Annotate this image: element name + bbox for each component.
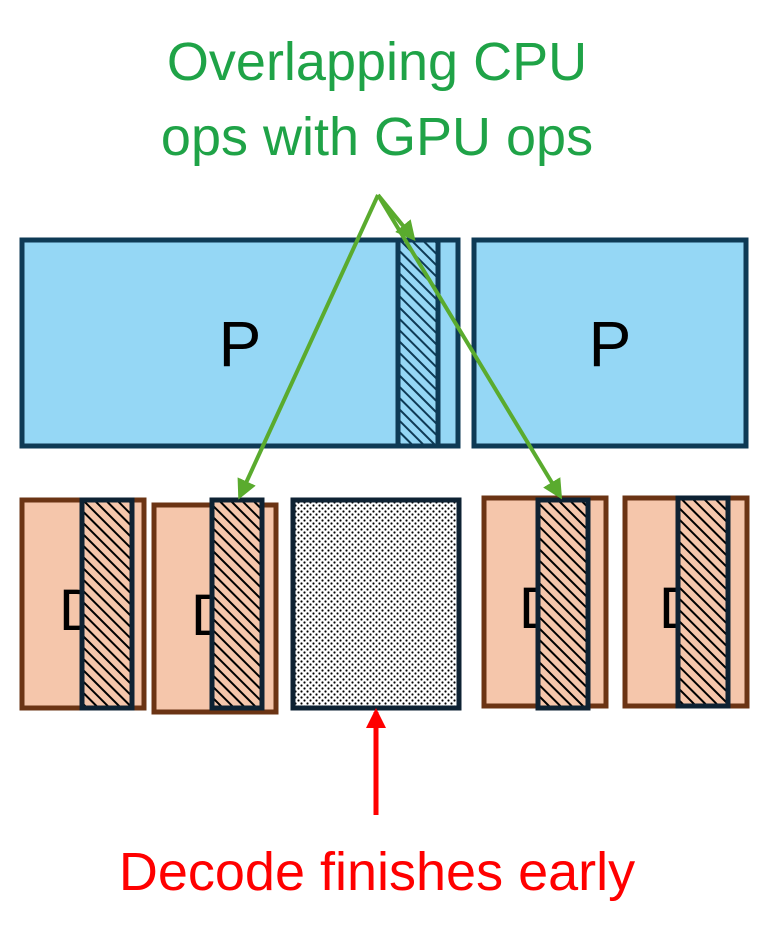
- annotation-overlap-line1: Overlapping CPU: [167, 32, 587, 92]
- annotation-decode-finishes-early: Decode finishes early: [119, 842, 635, 902]
- decode-block-1-cpu-segment: [79, 497, 135, 711]
- decode-finished-early-block: [290, 497, 462, 711]
- decode-block-3-cpu-segment: [535, 497, 591, 711]
- decode-block-2-cpu-segment: [209, 497, 265, 711]
- arrow-to-decode-block-3-segment: [376, 193, 563, 500]
- prefill-block-2: [471, 237, 749, 449]
- decode-block-4-cpu-segment: [675, 495, 731, 709]
- annotation-overlap-line2: ops with GPU ops: [161, 107, 593, 167]
- arrow-to-decode-block-2-segment: [237, 194, 380, 500]
- prefill-block-2-label: P: [589, 308, 632, 380]
- prefill-block-1: [19, 237, 461, 449]
- prefill-block-1-label: P: [219, 308, 262, 380]
- prefill-cpu-overlap-segment: [395, 237, 441, 449]
